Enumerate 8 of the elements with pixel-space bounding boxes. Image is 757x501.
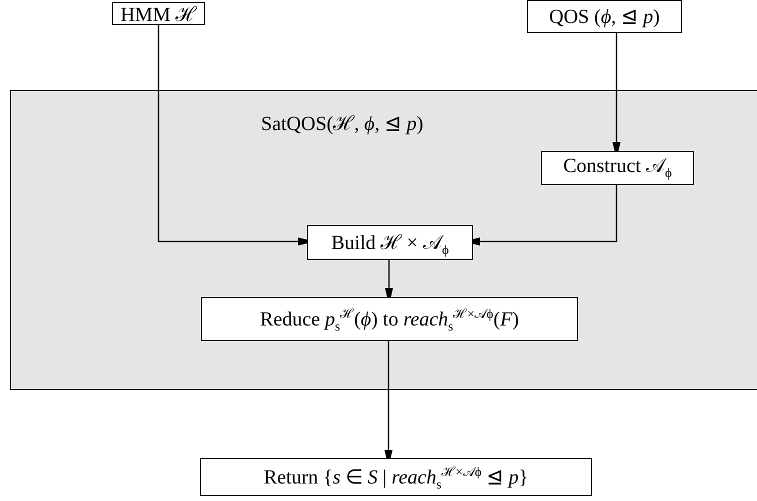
process-box: Reduce p$_{s}$$^{ℋ}$(ϕ) to reach$_{s}$$^{ℋ×𝒜ϕ}$(F) <box>201 297 578 341</box>
process-box: QOS (ϕ, ⊴ p) <box>527 0 682 33</box>
process-box: Return {s ∈ S | reach$_{s}$$^{ℋ×𝒜ϕ}$ ⊴ p} <box>200 458 592 496</box>
panel-title: SatQOS(ℋ, ϕ, ⊴ p) <box>261 112 424 136</box>
process-box: HMM ℋ <box>112 2 205 25</box>
process-box: Build ℋ × 𝒜$_{ϕ}$ <box>307 225 473 260</box>
group-panel <box>10 90 757 390</box>
process-box: Construct 𝒜$_{ϕ}$ <box>541 151 694 185</box>
